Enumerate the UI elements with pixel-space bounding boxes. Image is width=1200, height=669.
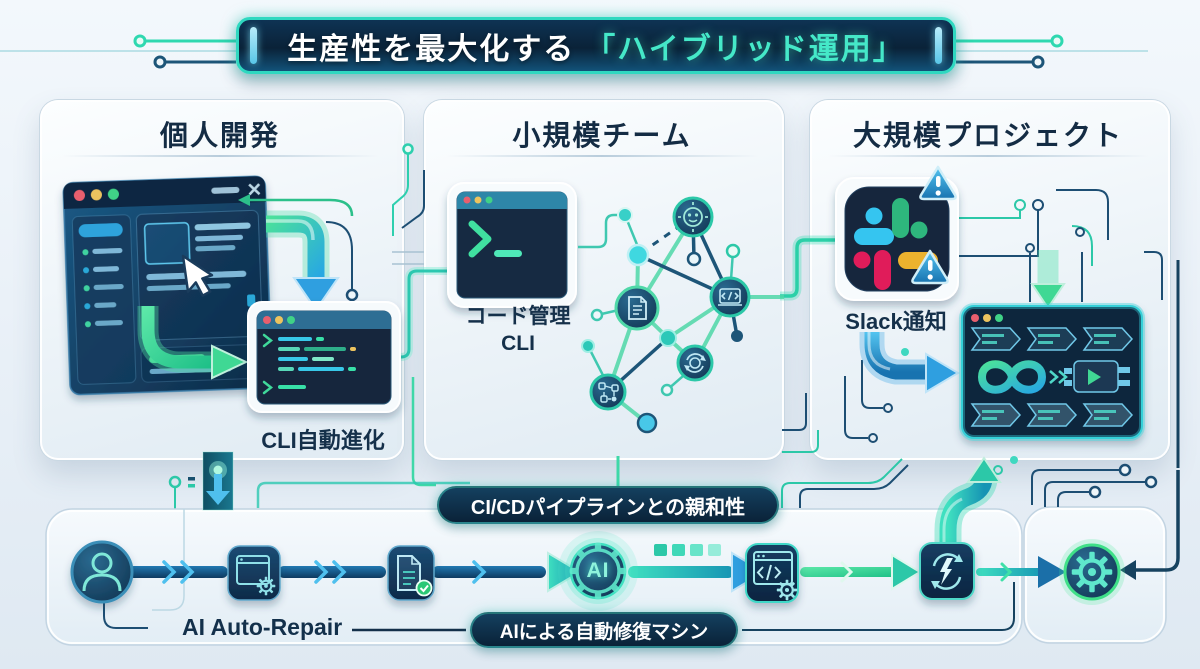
code-window-gear-icon [745,543,799,603]
caption-slack-notify: Slack通知 [845,309,947,334]
panel-large-project [810,100,1170,460]
panel-divider [828,155,1148,157]
caption-cli-evolution: CLI自動進化 [261,428,385,453]
banner-title-main: 生産性を最大化する [287,32,576,66]
banner-title-accent: 「ハイブリッド運用」 [585,32,905,66]
panel-divider [62,155,378,157]
document-check-icon [387,545,435,601]
pipe-personal-to-bottom [202,451,234,511]
panel-title-personal: 個人開発 [159,120,280,151]
right-circuit-traces [993,456,1158,507]
ai-node-label: AI [586,559,610,582]
browser-gear-icon [227,545,281,601]
banner-accent-bar-right [935,27,942,64]
lightning-refresh-icon [919,542,975,600]
ai-auto-repair-pill: AIによる自動修復マシン [470,612,738,648]
user-icon [70,540,134,604]
gear-icon [1059,539,1125,605]
panel-title-large: 大規模プロジェクト [852,120,1123,151]
caption-cli: CLI [501,332,535,355]
panel-small-team [424,100,784,460]
panel-personal-dev [40,100,404,460]
panel-title-team: 小規模チーム [512,120,692,151]
cicd-affinity-pill: CI/CDパイプラインとの親和性 [437,486,779,524]
header-banner: 生産性を最大化する 「ハイブリッド運用」 [236,17,956,74]
ai-auto-repair-label: AI Auto-Repair [182,614,343,640]
panel-divider [446,155,758,157]
caption-code-management: コード管理 [465,305,571,328]
arrow-feedback-up [934,456,1002,546]
banner-accent-bar-left [250,27,257,64]
